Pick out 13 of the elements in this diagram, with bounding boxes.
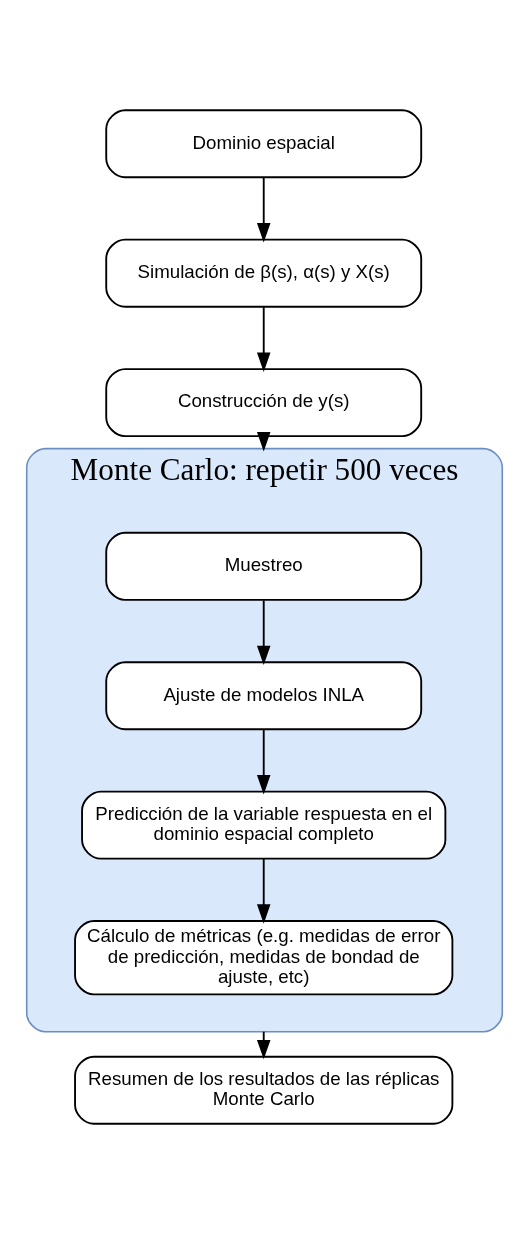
arrow	[256, 728, 271, 795]
arrow	[256, 176, 271, 243]
arrow	[256, 857, 271, 924]
node-box: Predicción de la variable respuesta en el dominio espacial completo	[81, 790, 447, 860]
arrow	[256, 1030, 271, 1060]
node-box: Ajuste de modelos INLA	[105, 661, 423, 731]
node-box: Simulación de β(s), α(s) y X(s)	[105, 238, 423, 308]
arrow	[256, 306, 271, 372]
node-box: Cálculo de métricas (e.g. medidas de error de predicción, medidas de bondad de ajuste, etc)	[74, 920, 454, 996]
node-box: Muestreo	[105, 531, 423, 601]
node-box: Resumen de los resultados de las réplicas Monte Carlo	[74, 1055, 454, 1125]
node-box: Dominio espacial	[105, 109, 423, 179]
arrow	[256, 599, 271, 666]
